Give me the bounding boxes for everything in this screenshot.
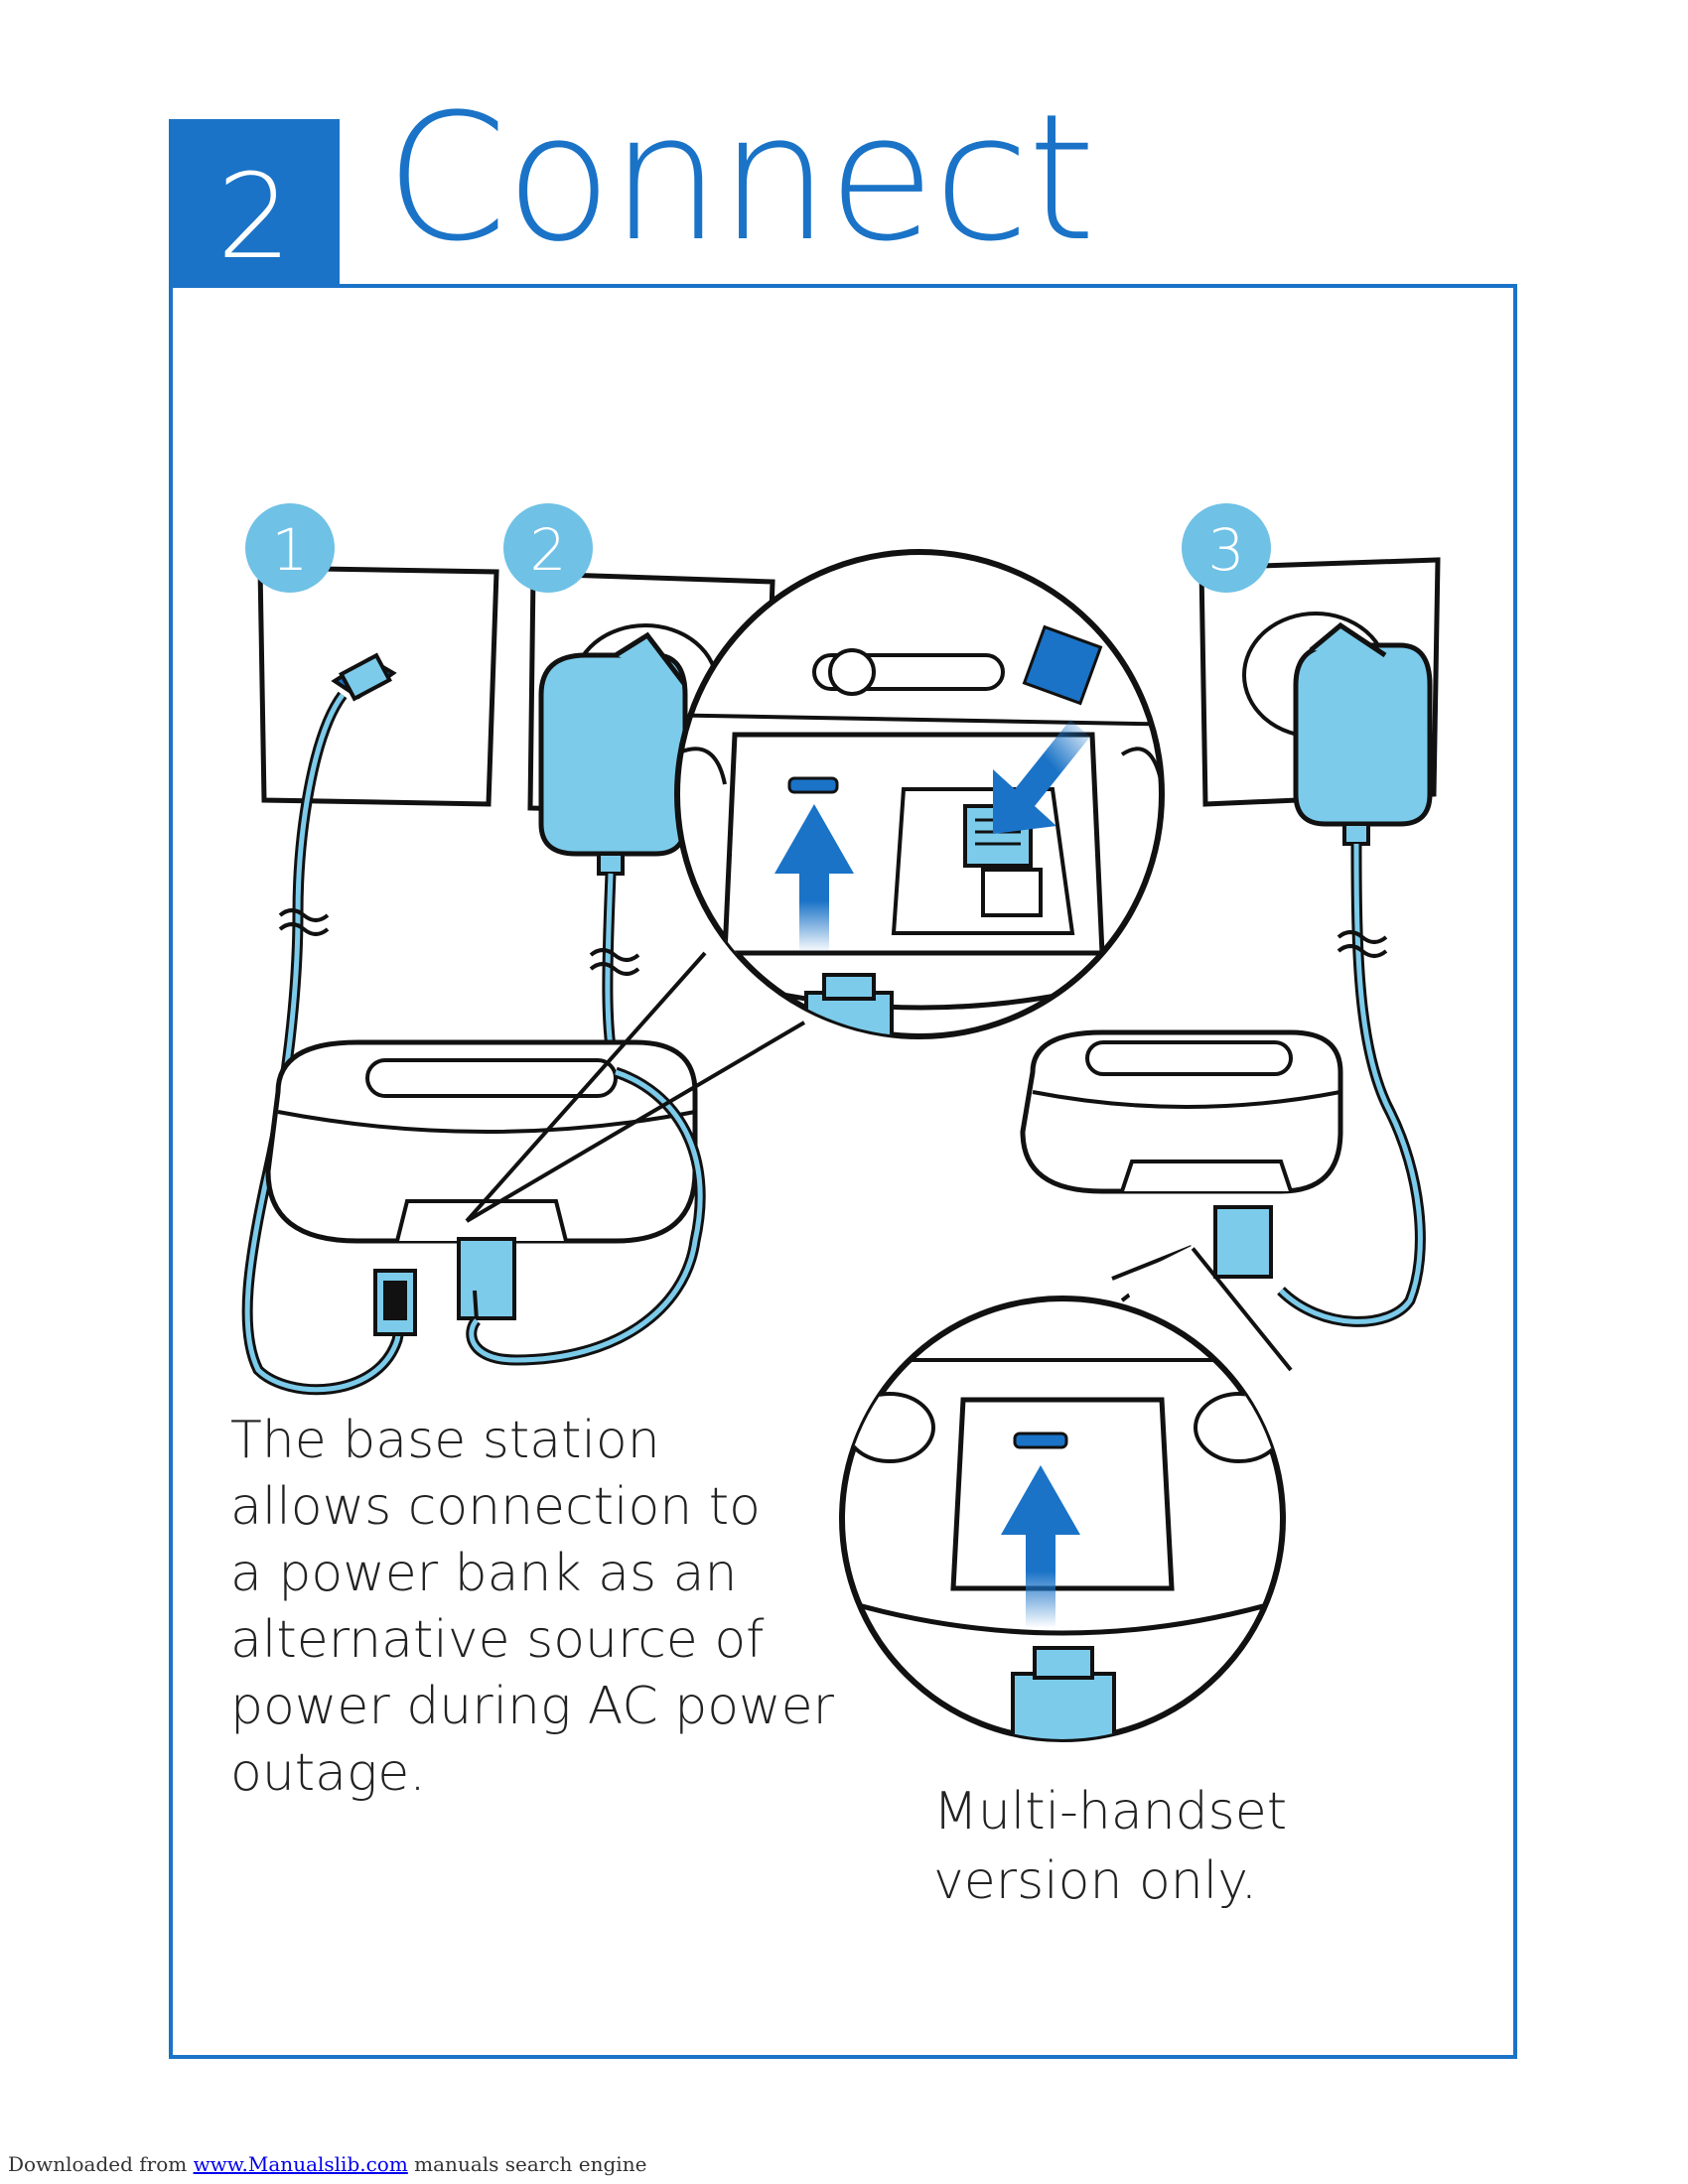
note-line: version only. <box>933 1851 1258 1911</box>
multi-handset-note: Multi-handset version only. <box>933 1777 1450 1916</box>
step-3-number: 3 <box>1208 516 1245 584</box>
content-frame <box>169 284 1517 2059</box>
step-1-number: 1 <box>272 516 309 584</box>
page-title: Connect <box>385 76 1096 280</box>
manualslib-link[interactable]: www.Manualslib.com <box>193 2152 408 2176</box>
step-2-number: 2 <box>530 516 567 584</box>
description-line: outage. <box>230 1743 426 1803</box>
description-line: a power bank as an <box>230 1544 738 1603</box>
step-number-badge: 2 <box>169 119 340 285</box>
step-2-badge: 2 <box>503 503 593 593</box>
note-line: Multi-handset <box>933 1782 1288 1842</box>
footer-prefix: Downloaded from <box>8 2152 194 2176</box>
description-line: The base station <box>230 1411 660 1470</box>
download-footer: Downloaded from www.Manualslib.com manua… <box>8 2152 646 2176</box>
step-number: 2 <box>216 148 292 285</box>
base-station-extra <box>1020 1029 1343 1279</box>
phone-plug-wall <box>331 652 397 702</box>
power-bank-description: The base station allows connection to a … <box>230 1408 866 1807</box>
wall-plate-power-extra <box>1198 557 1441 1327</box>
base-station-main <box>265 1039 706 1366</box>
wall-plate-phone <box>241 565 499 1396</box>
step-1-badge: 1 <box>245 503 335 593</box>
step-3-badge: 3 <box>1182 503 1271 593</box>
footer-suffix: manuals search engine <box>407 2152 647 2176</box>
description-line: allows connection to <box>230 1477 761 1537</box>
zoom-detail-base-rear <box>674 549 1165 1039</box>
description-line: power during AC power <box>230 1677 834 1736</box>
zoom-detail-extra-base <box>839 1296 1286 1742</box>
description-line: alternative source of <box>230 1610 765 1670</box>
